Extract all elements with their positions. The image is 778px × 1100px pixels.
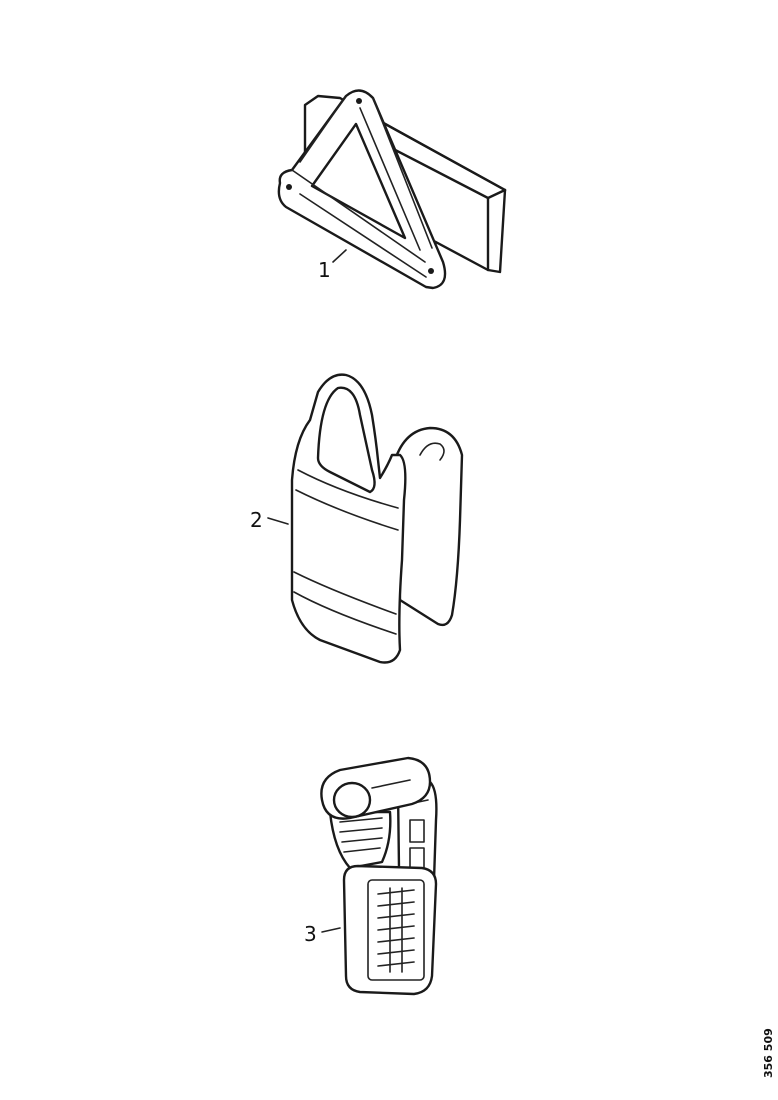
reference-code: 356 509: [762, 1028, 775, 1078]
part-number-1: 1: [318, 258, 331, 282]
part-number-2: 2: [250, 508, 263, 532]
first-aid-kit-icon: [320, 756, 438, 996]
part-number-3: 3: [304, 922, 317, 946]
warning-triangle-icon: [277, 89, 507, 290]
safety-vest-icon: [267, 373, 464, 664]
